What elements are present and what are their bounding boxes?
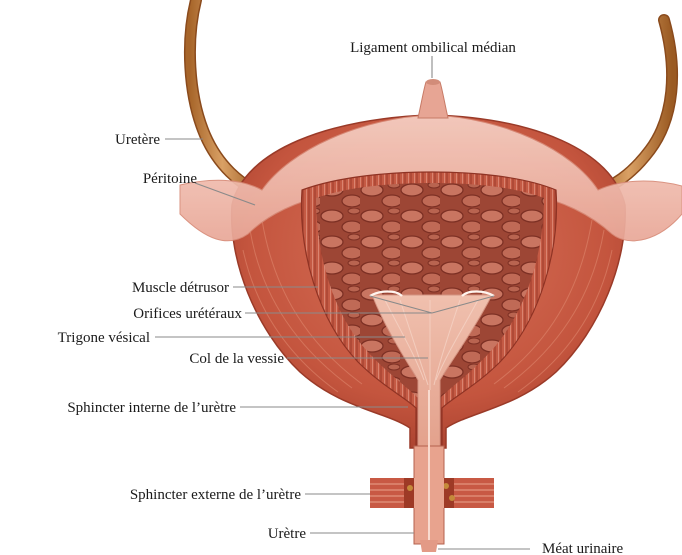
- label-col-de-la-vessie: Col de la vessie: [189, 351, 284, 367]
- median-umbilical-ligament: [418, 82, 448, 118]
- label-uretere: Uretère: [115, 132, 160, 148]
- label-trigone-vesical: Trigone vésical: [58, 330, 150, 346]
- label-ligament-ombilical-median: Ligament ombilical médian: [350, 40, 516, 56]
- external-sphincter: [370, 478, 494, 508]
- label-uretre: Urètre: [268, 526, 307, 542]
- label-sphincter-interne: Sphincter interne de l’urètre: [67, 400, 236, 416]
- label-muscle-detrusor: Muscle détrusor: [132, 280, 229, 296]
- label-peritoine: Péritoine: [143, 171, 197, 187]
- label-orifices-ureteraux: Orifices urétéraux: [133, 306, 242, 322]
- label-meat-urinaire: Méat urinaire: [542, 541, 624, 555]
- label-sphincter-externe: Sphincter externe de l’urètre: [130, 487, 302, 503]
